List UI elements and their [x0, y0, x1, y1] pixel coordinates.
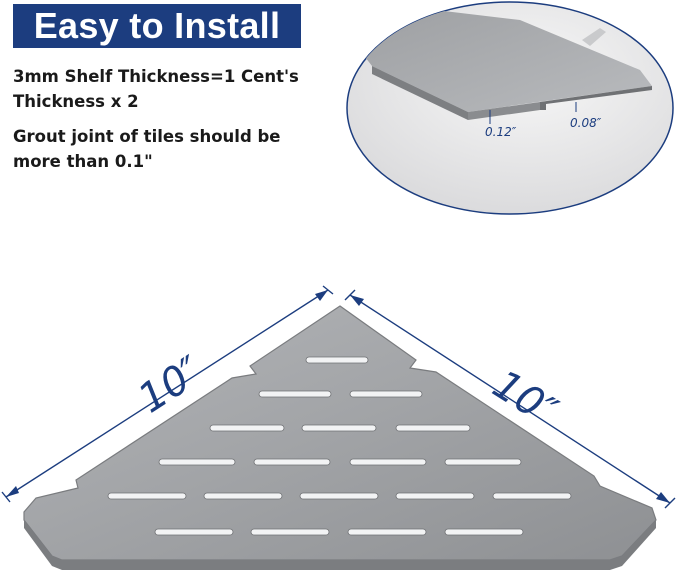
thickness-label: 0.12″ [485, 125, 517, 139]
plate-lip [540, 86, 652, 110]
title-text: Easy to Install [33, 5, 281, 46]
plate-edge [372, 66, 468, 120]
drainage-slot [258, 390, 332, 398]
drainage-slot [347, 528, 427, 536]
drainage-slot [154, 528, 234, 536]
thickness-note: 3mm Shelf Thickness=1 Cent's Thickness x… [13, 64, 299, 114]
drainage-slot [305, 356, 369, 364]
shelf-front-edge [24, 520, 656, 570]
drainage-slot [349, 390, 423, 398]
drainage-slot [299, 492, 379, 500]
drainage-slot [253, 458, 331, 466]
drainage-slot [250, 528, 330, 536]
detail-magnifier: 0.12″ 0.08″ [346, 1, 674, 215]
drainage-slot [444, 458, 522, 466]
left-dimension-line [5, 289, 329, 498]
drainage-slot [158, 458, 236, 466]
drainage-slot [444, 528, 524, 536]
thickness-note-line-1: 3mm Shelf Thickness=1 Cent's [13, 67, 299, 86]
drainage-slot [349, 458, 427, 466]
right-dimension-line [349, 294, 671, 504]
drainage-slot [395, 424, 471, 432]
grout-note-line-2: more than 0.1" [13, 152, 153, 171]
grout-note: Grout joint of tiles should be more than… [13, 124, 281, 174]
drainage-slot [203, 492, 283, 500]
title-banner: Easy to Install [13, 4, 301, 48]
lip-label: 0.08″ [570, 116, 602, 130]
drainage-slot [209, 424, 285, 432]
drainage-slot [107, 492, 187, 500]
drainage-slot [301, 424, 377, 432]
drainage-slots [107, 356, 572, 536]
grout-note-line-1: Grout joint of tiles should be [13, 127, 281, 146]
thickness-note-line-2: Thickness x 2 [13, 92, 139, 111]
drainage-slot [395, 492, 475, 500]
drainage-slot [492, 492, 572, 500]
corner-shelf [23, 305, 657, 570]
plate-top-surface [352, 2, 652, 112]
